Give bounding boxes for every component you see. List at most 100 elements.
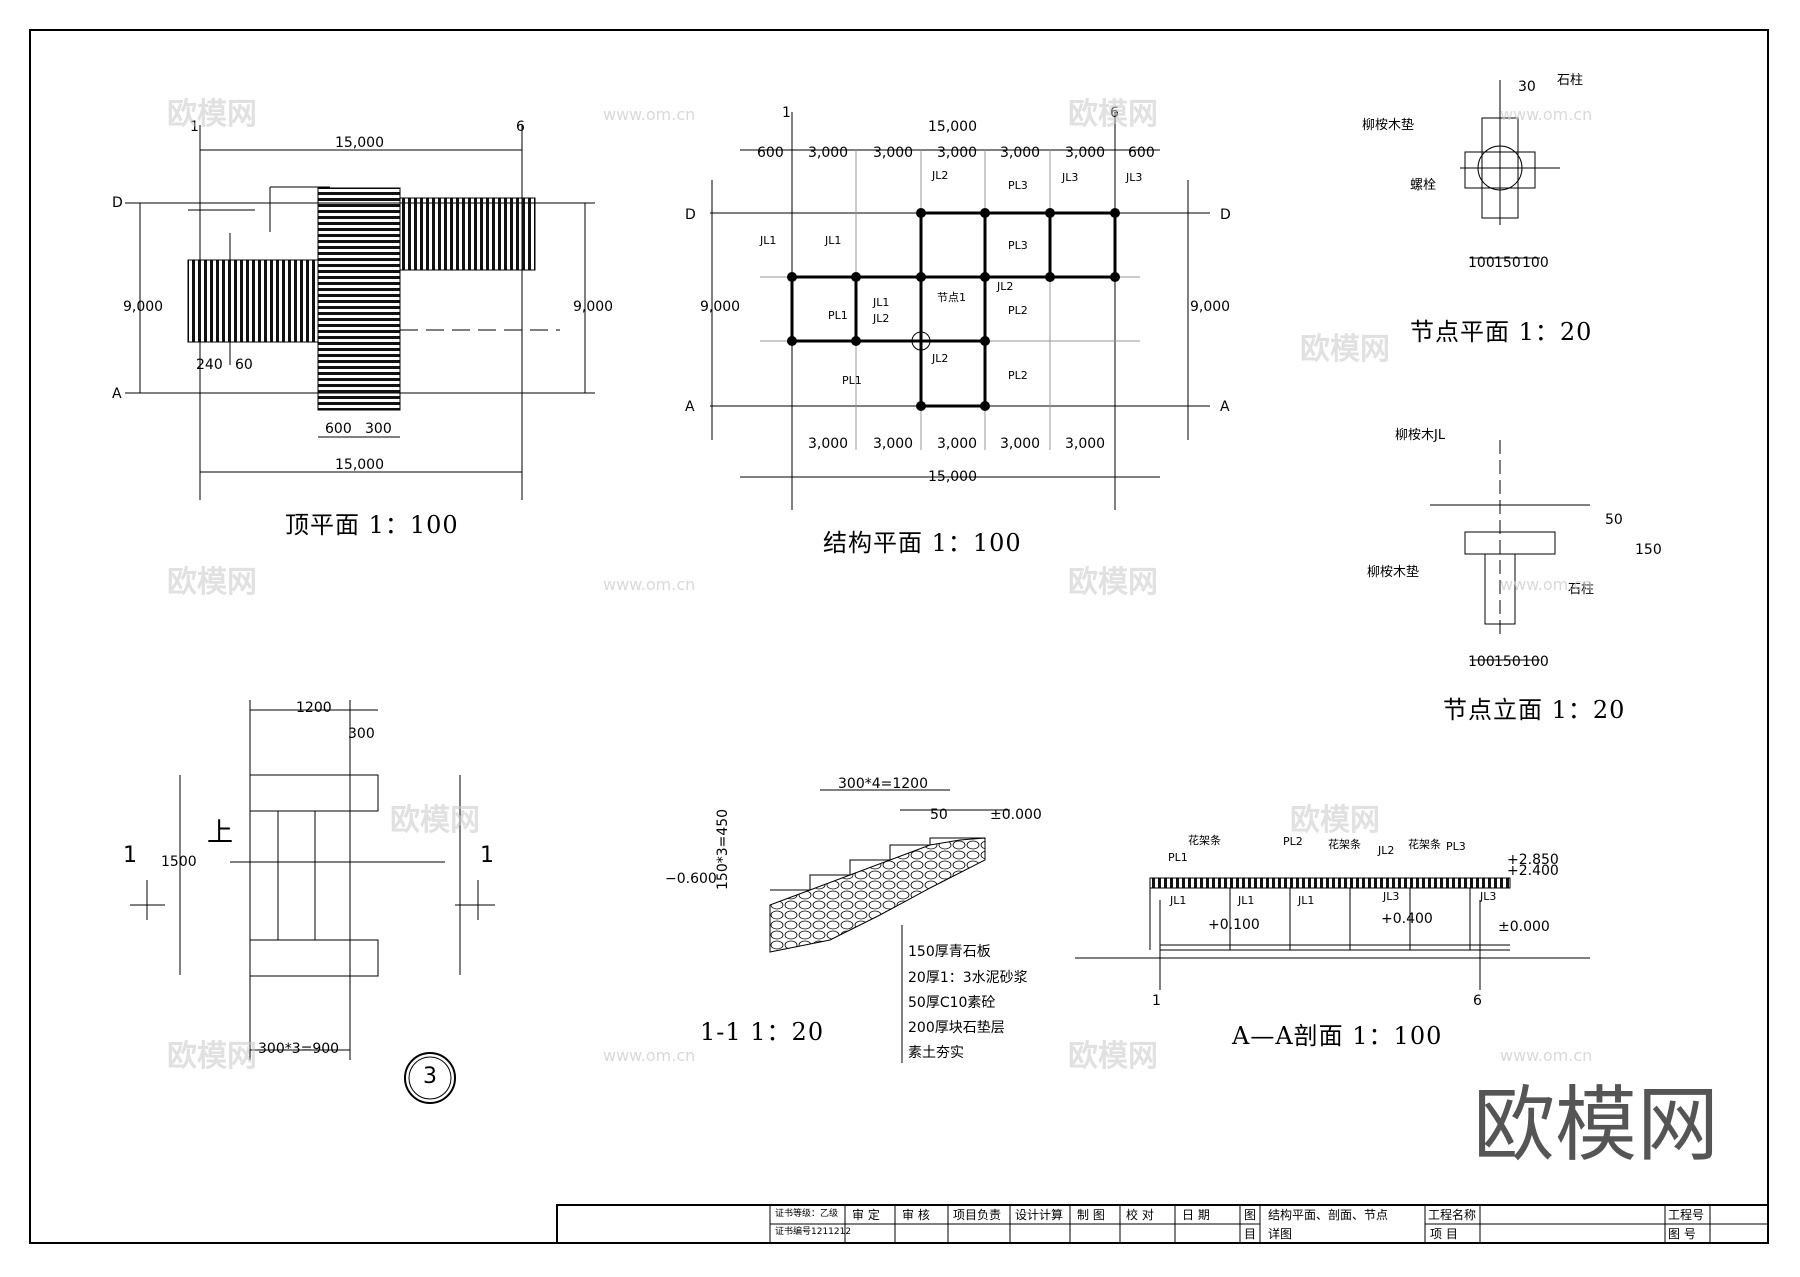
struct-bay-dim: 3,000 (808, 145, 849, 161)
node-bolt-label: 螺栓 (1410, 178, 1437, 193)
tb-cell: 校 对 (1126, 1208, 1154, 1222)
section-dim-50: 50 (930, 807, 948, 823)
aa-tag-jl3: JL3 (1383, 890, 1400, 903)
aa-elev-100: +0.100 (1208, 917, 1260, 933)
tb-project-no-label: 工程号 (1668, 1208, 1705, 1222)
brand-logo: 欧模网 (1473, 1078, 1720, 1173)
struct-depth-dim: 9,000 (700, 299, 741, 315)
struct-bay-dim-bottom: 3,000 (873, 436, 914, 452)
tb-tu: 图 (1244, 1208, 1257, 1222)
struct-width-dim-bottom: 15,000 (928, 469, 977, 485)
struct-bay-dim: 3,000 (1000, 145, 1041, 161)
struct-bay-dim-bottom: 3,000 (1000, 436, 1041, 452)
node-elevation-drawing (1430, 440, 1590, 661)
roof-band-left (187, 259, 319, 343)
roof-band-right (399, 197, 536, 271)
section-layer: 200厚块石垫层 (908, 1020, 1005, 1036)
aa-tag-hjt: 花架条 (1188, 834, 1221, 847)
structure-plan-title: 结构平面 1：100 (823, 529, 1022, 557)
aa-tag-hjt: 花架条 (1408, 838, 1441, 851)
struct-axis-d-right: D (1220, 207, 1231, 223)
tb-cell: 设计计算 (1015, 1208, 1064, 1222)
tag-node1: 节点1 (937, 291, 966, 304)
tag-jl1: JL1 (760, 234, 777, 247)
roof-dim-240: 240 (196, 357, 223, 373)
title-block-grid (556, 1204, 1769, 1244)
tb-cell: 项目负责 (953, 1208, 1002, 1222)
section-a-a-drawing (1075, 877, 1590, 990)
elev-dim-50: 50 (1605, 512, 1623, 528)
tag-jl2: JL2 (873, 312, 890, 325)
struct-overhang-dim: 600 (1128, 145, 1155, 161)
struct-axis-a-right: A (1220, 399, 1230, 415)
aa-tag-jl1: JL1 (1170, 894, 1187, 907)
axis-1-label: 1 (190, 119, 199, 135)
aa-tag-pl2: PL2 (1283, 835, 1303, 848)
node-dim-100: 100 (1468, 255, 1495, 271)
tb-cell: 制 图 (1077, 1208, 1105, 1222)
section-a-a-title: A—A剖面 1：100 (1232, 1022, 1443, 1050)
tag-jl1: JL1 (825, 234, 842, 247)
section-tread-dim: 300*4=1200 (838, 776, 928, 792)
node1-marker (911, 331, 931, 351)
sheet-border (29, 29, 1769, 1244)
tag-pl2: PL2 (1008, 304, 1028, 317)
aa-tag-jl2: JL2 (1378, 844, 1395, 857)
node-stone-column-label: 石柱 (1557, 73, 1584, 88)
roof-width-dim-bottom: 15,000 (335, 457, 384, 473)
aa-tag-jl1: JL1 (1298, 894, 1315, 907)
axis-a-label: A (112, 386, 122, 402)
elev-beam-label: 柳桉木JL (1395, 428, 1446, 443)
node-pad-label: 柳桉木垫 (1362, 118, 1415, 133)
struct-bay-dim: 3,000 (1065, 145, 1106, 161)
aa-elev-2400: +2.400 (1507, 863, 1559, 879)
aa-tag-hjt: 花架条 (1328, 838, 1361, 851)
struct-axis-6: 6 (1110, 105, 1119, 121)
node-elevation-title: 节点立面 1：20 (1443, 696, 1626, 724)
tag-jl3: JL3 (1126, 171, 1143, 184)
tb-drawing-no-label: 图 号 (1668, 1227, 1696, 1241)
aa-axis-1: 1 (1152, 993, 1161, 1009)
stair-cut-mark-right: 1 (480, 843, 494, 868)
axis-6-label: 6 (516, 119, 525, 135)
roof-dim-300: 300 (365, 421, 392, 437)
struct-bay-dim: 3,000 (873, 145, 914, 161)
node-plan-title: 节点平面 1：20 (1410, 318, 1593, 346)
section-layer: 20厚1：3水泥砂浆 (908, 970, 1028, 986)
tag-jl1: JL1 (873, 296, 890, 309)
tb-cert-grade: 证书等级：乙级 (775, 1209, 839, 1219)
aa-elev-0: ±0.000 (1498, 919, 1550, 935)
tag-pl1: PL1 (828, 309, 848, 322)
roof-depth-dim-right: 9,000 (573, 299, 614, 315)
tb-cell: 审 定 (852, 1208, 880, 1222)
elev-stone-column-label: 石柱 (1568, 582, 1595, 597)
struct-width-dim: 15,000 (928, 119, 977, 135)
elev-dim-150: 150 (1494, 654, 1521, 670)
stair-dim-1500: 1500 (161, 854, 197, 870)
aa-tag-pl1: PL1 (1168, 851, 1188, 864)
section-elev-0: ±0.000 (990, 807, 1042, 823)
roof-width-dim: 15,000 (335, 135, 384, 151)
tb-cell: 日 期 (1182, 1208, 1210, 1222)
struct-bay-dim: 3,000 (937, 145, 978, 161)
struct-axis-d: D (685, 207, 696, 223)
struct-axis-1: 1 (782, 105, 791, 121)
tag-jl2: JL2 (932, 352, 949, 365)
tag-pl2: PL2 (1008, 369, 1028, 382)
roof-dim-60: 60 (235, 357, 253, 373)
detail-badge-3: 3 (423, 1064, 437, 1089)
axis-d-label: D (112, 195, 123, 211)
struct-bay-dim-bottom: 3,000 (1065, 436, 1106, 452)
section-layer: 150厚青石板 (908, 944, 991, 960)
roof-plan-title: 顶平面 1：100 (285, 511, 459, 539)
roof-band-center (317, 187, 401, 411)
elev-dim-150: 150 (1635, 542, 1662, 558)
tb-project-name-label: 工程名称 (1428, 1208, 1477, 1222)
node-dim-100: 100 (1522, 255, 1549, 271)
node-dim-150: 150 (1494, 255, 1521, 271)
struct-overhang-dim: 600 (757, 145, 784, 161)
roof-depth-dim: 9,000 (123, 299, 164, 315)
struct-bay-dim-bottom: 3,000 (937, 436, 978, 452)
